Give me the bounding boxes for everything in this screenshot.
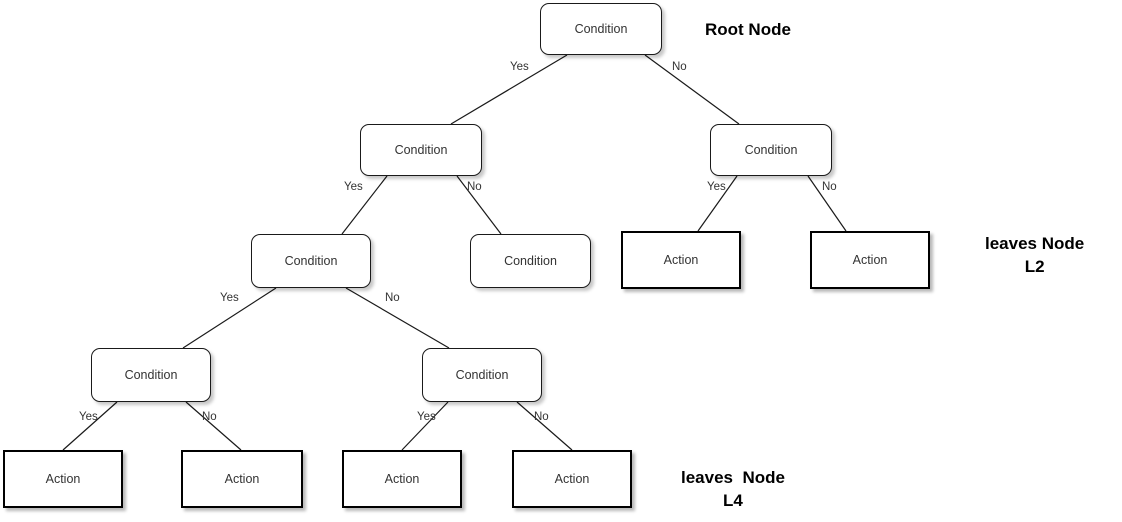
edge-no-3 — [456, 175, 502, 235]
node-l1-left-condition[interactable]: Condition — [360, 124, 482, 176]
node-l2-mid-condition[interactable]: Condition — [470, 234, 591, 288]
node-label: Condition — [455, 367, 509, 382]
node-label: Action — [554, 471, 590, 486]
node-label: Action — [224, 471, 260, 486]
node-label: Condition — [124, 367, 178, 382]
edge-yes-6 — [182, 287, 277, 349]
leaves-l2-annotation: leaves Node L2 — [985, 234, 1085, 276]
node-l4-action-3[interactable]: Action — [342, 450, 462, 508]
edge-no-9 — [185, 401, 242, 451]
label-l3r-yes: Yes — [417, 411, 436, 423]
edge-no-11 — [516, 401, 573, 451]
label-l3l-yes: Yes — [79, 411, 98, 423]
edge-no-1 — [644, 54, 740, 125]
node-l3-right-condition[interactable]: Condition — [422, 348, 542, 402]
edge-yes-8 — [62, 401, 118, 451]
label-l2l-no: No — [385, 292, 400, 304]
node-l4-action-2[interactable]: Action — [181, 450, 303, 508]
label-l1r-yes: Yes — [707, 181, 726, 193]
leaves-l4-annotation: leaves Node L4 — [681, 468, 785, 510]
node-label: Action — [384, 471, 420, 486]
node-l2-action-no[interactable]: Action — [810, 231, 930, 289]
edge-yes-10 — [401, 401, 449, 451]
label-l1r-no: No — [822, 181, 837, 193]
node-l2-action-yes[interactable]: Action — [621, 231, 741, 289]
label-root-yes: Yes — [510, 61, 529, 73]
node-l4-action-4[interactable]: Action — [512, 450, 632, 508]
label-l3r-no: No — [534, 411, 549, 423]
edge-no-7 — [345, 287, 450, 349]
label-l1l-yes: Yes — [344, 181, 363, 193]
node-label: Action — [852, 252, 888, 267]
node-l3-left-condition[interactable]: Condition — [91, 348, 211, 402]
label-l2l-yes: Yes — [220, 292, 239, 304]
node-l2-left-condition[interactable]: Condition — [251, 234, 371, 288]
label-l3l-no: No — [202, 411, 217, 423]
node-label: Condition — [574, 21, 628, 36]
label-l1l-no: No — [467, 181, 482, 193]
node-label: Condition — [504, 253, 557, 268]
node-l4-action-1[interactable]: Action — [3, 450, 123, 508]
node-root-condition[interactable]: Condition — [540, 3, 662, 55]
edge-yes-0 — [450, 54, 568, 125]
node-label: Condition — [744, 142, 798, 157]
node-label: Condition — [284, 253, 338, 268]
node-label: Condition — [394, 142, 448, 157]
edge-no-5 — [807, 175, 847, 232]
root-node-annotation: Root Node — [705, 20, 791, 39]
edge-yes-2 — [341, 175, 388, 235]
node-label: Action — [45, 471, 81, 486]
node-label: Action — [663, 252, 699, 267]
edge-yes-4 — [697, 175, 738, 232]
label-root-no: No — [672, 61, 687, 73]
node-l1-right-condition[interactable]: Condition — [710, 124, 832, 176]
